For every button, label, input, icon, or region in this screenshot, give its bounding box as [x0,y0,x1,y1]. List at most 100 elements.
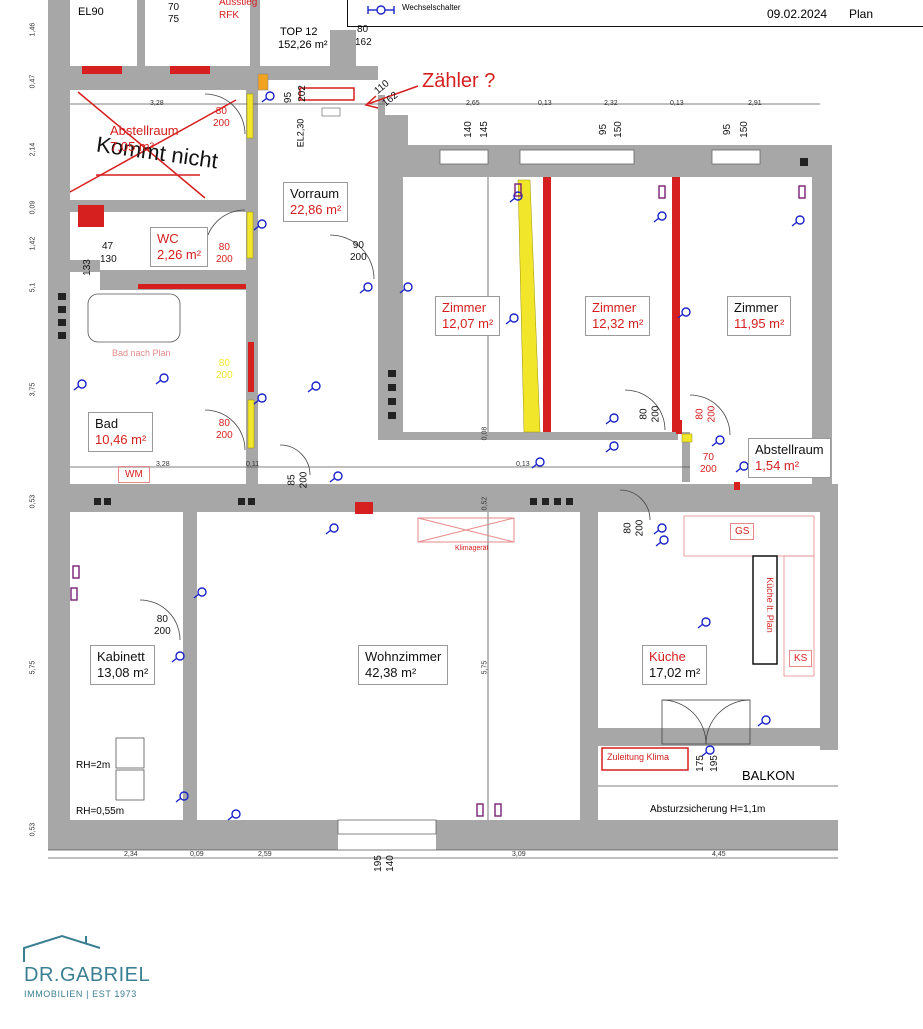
switch-stem-icon [677,313,684,319]
plan-meta: 09.02.2024 Plan [761,0,923,27]
switch-stem-icon [329,477,336,483]
switch-stem-icon [399,288,406,294]
dim-misc-70: 70 [168,2,180,13]
dim-misc-95b: 95 [598,123,610,136]
dim-left-8: 0,53 [29,494,37,509]
switch-icon [159,373,169,383]
logo-name: DR.GABRIEL [24,964,151,986]
dim-misc-202: 202 [296,85,308,102]
dim-misc-162: 162 [355,37,372,48]
dim-misc-575: 5,75 [481,660,489,675]
klimagerat-label: Klimagerät [455,545,489,552]
bad-nach-plan: Bad nach Plan [112,348,171,358]
balkon-label: BALKON [742,768,795,783]
dim-misc-145: 145 [478,121,490,138]
switch-icon [257,219,267,229]
switch-stem-icon [653,217,660,223]
switch-stem-icon [171,657,178,663]
dim-misc-175: 175 [694,755,706,772]
dim-top-1: 3,28 [150,100,164,107]
switch-stem-icon [655,541,662,547]
dim-misc-008: 0,08 [481,426,489,441]
switch-stem-icon [307,387,314,393]
dim-misc-011: 0,11 [246,461,260,468]
top-title: TOP 12 [280,26,318,38]
dim-misc-95c: 95 [722,123,734,136]
ks-label: KS [789,650,813,667]
switch-icon [363,282,373,292]
switch-icon [715,435,725,445]
klimagerat-box [417,517,515,543]
socket-symbols [70,183,806,817]
el230-label: EL2,30 [295,118,306,148]
switch-icon [231,809,241,819]
switch-icon [329,523,339,533]
dim-bottom-4: 3,09 [512,851,526,858]
legend-box: Wechselschalter [347,0,763,27]
dim-bottom-5: 4,45 [712,851,726,858]
plan-date: 09.02.2024 [767,7,828,21]
dim-left-1: 1,46 [29,22,37,37]
switch-icon [509,313,519,323]
switch-stem-icon [261,97,268,103]
switch-icon [761,715,771,725]
room-kueche: Küche 17,02 m² [642,645,708,685]
rfk-label: RFK [219,10,239,21]
el90-label: EL90 [78,6,104,18]
switch-stem-icon [653,529,660,535]
switch-icon [179,791,189,801]
switch-stem-icon [697,623,704,629]
switch-stem-icon [73,385,80,391]
dim-misc-150: 150 [612,121,624,138]
room-zimmer-2: Zimmer 12,32 m² [585,296,651,336]
dim-misc-47: 47 [102,241,114,252]
room-abstellraum-1: Abstellraum 7,05 m² [110,123,179,154]
dim-misc-140: 140 [462,121,474,138]
rh2-label: RH=0,55m [76,806,125,817]
switch-icon [659,535,669,545]
switch-icon [609,441,619,451]
dim-misc-052: 0,52 [481,496,489,511]
switch-stem-icon [757,721,764,727]
meter-box [257,73,269,91]
switch-icon [403,282,413,292]
switch-stem-icon [701,751,708,757]
logo-tagline: IMMOBILIEN | EST 1973 [24,989,137,999]
dim-left-9: 5,75 [29,660,37,675]
plan-lines [48,103,838,859]
socket-icon [658,185,666,199]
dim-misc-013: 0,13 [516,461,530,468]
switch-icon [701,617,711,627]
zaehler-arrow [299,85,419,109]
switch-icon [257,393,267,403]
socket-icon [798,185,806,199]
zuleitung-klima: Zuleitung Klima [607,752,670,762]
yellow-bars [246,93,693,449]
switch-stem-icon [227,815,234,821]
legend-label: Wechselschalter [402,3,461,12]
top-area: 152,26 m² [278,39,328,51]
zuleitung-box [601,747,689,771]
dim-top-3: 0,13 [538,100,552,107]
kommt-nicht-cross [69,91,237,199]
switch-stem-icon [325,529,332,535]
zaehler-note: Zähler ? [422,70,496,92]
switch-legend-icon [367,5,395,15]
gs-label: GS [730,523,755,540]
rh1-label: RH=2m [76,760,111,771]
dim-misc-195: 195 [372,855,384,872]
kueche-lt-plan: Küche lt. Plan [764,577,775,633]
dim-top-6: 2,91 [748,100,762,107]
socket-icon [70,587,78,601]
dim-bottom-2: 0,09 [190,851,204,858]
dim-misc-140b: 140 [384,855,396,872]
wm-label: WM [118,466,150,483]
switch-stem-icon [505,319,512,325]
room-wc: WC 2,26 m² [150,227,209,267]
room-vorraum: Vorraum 22,86 m² [283,182,349,222]
dim-misc-80: 80 [357,24,369,35]
